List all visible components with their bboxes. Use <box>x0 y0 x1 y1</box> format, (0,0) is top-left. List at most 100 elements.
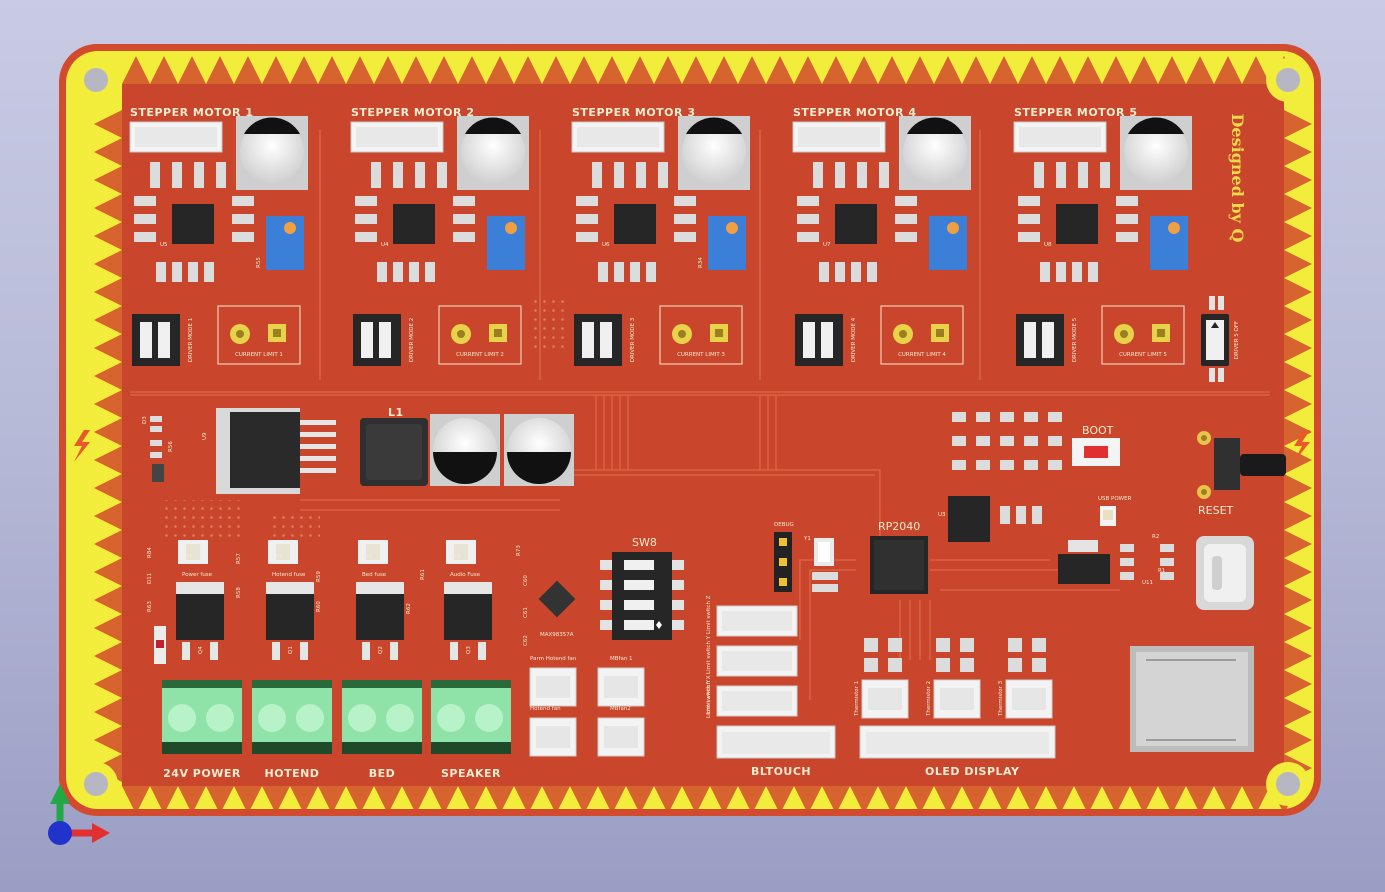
screw-terminal: 24V POWER <box>162 680 242 780</box>
ref-label: D11 <box>147 573 153 584</box>
passive <box>976 412 990 422</box>
frame-triangle <box>1284 362 1312 390</box>
frame-triangle <box>1186 56 1214 84</box>
passive <box>674 196 696 206</box>
passive <box>453 232 475 242</box>
terminal-label: SPEAKER <box>441 767 501 780</box>
usb-power-label: USB POWER <box>1098 496 1132 502</box>
limit-switch-label: Limit switch Z <box>706 595 712 634</box>
mounting-holes <box>74 58 1310 806</box>
r56-ref: R56 <box>168 441 174 452</box>
copper-traces <box>130 130 1270 700</box>
frame-triangle <box>94 194 122 222</box>
passive <box>1160 544 1174 552</box>
passive <box>1078 162 1088 188</box>
frame-triangle <box>1284 390 1312 418</box>
passive <box>1088 262 1098 282</box>
mode-label: DRIVER MODE 1 <box>188 318 194 363</box>
ref-label: R57 <box>236 553 242 564</box>
ref-label: R62 <box>406 603 412 614</box>
frame-triangle <box>1284 166 1312 194</box>
limit-label: CURRENT LIMIT 4 <box>898 352 946 358</box>
passive <box>1000 436 1014 446</box>
frame-triangle <box>206 786 234 814</box>
frame-triangle <box>94 586 122 614</box>
frame-triangle <box>94 530 122 558</box>
fan-label: Parm Hotend fan <box>530 656 577 662</box>
passive <box>813 162 823 188</box>
frame-triangle <box>738 786 766 814</box>
axis-gizmo <box>48 784 110 845</box>
passive <box>1040 262 1050 282</box>
res-ref: R34 <box>698 257 704 268</box>
d3-ref: D3 <box>142 416 148 424</box>
driver-ic <box>1056 204 1098 244</box>
passive <box>614 262 624 282</box>
frame-triangle <box>234 786 262 814</box>
frame-triangle <box>654 786 682 814</box>
usb-power-indicator: USB POWER <box>1098 496 1132 526</box>
mcu-section: RP2040 DEBUG Y1 U3 <box>774 496 990 594</box>
passive <box>797 214 819 224</box>
frame-triangle <box>738 56 766 84</box>
ref-label: R63 <box>147 601 153 612</box>
passive <box>1120 558 1134 566</box>
frame-triangle <box>94 474 122 502</box>
ref-label: C61 <box>523 607 529 618</box>
passive <box>797 196 819 206</box>
limit-box <box>438 305 522 365</box>
limit-switch-label: Limit switch Y <box>706 679 712 718</box>
passive <box>1100 162 1110 188</box>
passive <box>1116 214 1138 224</box>
dip-switch-sw8: SW8 <box>600 536 684 640</box>
ic-ref: U4 <box>381 242 389 248</box>
passive <box>592 162 602 188</box>
frame-triangle <box>430 56 458 84</box>
driver-ic <box>835 204 877 244</box>
passive <box>355 232 377 242</box>
y1-ref: Y1 <box>803 536 811 542</box>
frame-triangle <box>1284 110 1312 138</box>
passive <box>134 232 156 242</box>
limit-switch-label: Limit switch X <box>706 675 712 714</box>
frame-triangle <box>934 56 962 84</box>
trim-pot <box>1150 216 1188 270</box>
frame-triangle <box>1018 56 1046 84</box>
mounting-hole-drill <box>84 772 108 796</box>
driver5-off-switch: DRIVER 5 OFF <box>1201 296 1240 382</box>
passive <box>952 460 966 470</box>
passive <box>1034 162 1044 188</box>
mosfet-ref: Q2 <box>378 646 384 654</box>
reset-button: RESET <box>1197 431 1286 517</box>
passive <box>976 436 990 446</box>
frame-triangle <box>710 56 738 84</box>
frame-triangle <box>654 56 682 84</box>
limit-switch-label: Limit switch Y <box>706 635 712 674</box>
limit-box <box>659 305 743 365</box>
frame-triangle <box>850 56 878 84</box>
passive <box>1120 572 1134 580</box>
passive <box>204 262 214 282</box>
passive-grid <box>952 412 1174 580</box>
passive <box>1024 436 1038 446</box>
fan-connector: Hotend fan <box>529 706 577 757</box>
ic-ref: U5 <box>160 242 168 248</box>
fuse-ref: F2 <box>366 554 373 560</box>
mcu-ref: RP2040 <box>878 520 920 533</box>
screw-terminal: SPEAKER <box>431 680 511 780</box>
limit-label: CURRENT LIMIT 5 <box>1119 352 1167 358</box>
via-field <box>160 500 240 540</box>
passive <box>393 262 403 282</box>
passive <box>425 262 435 282</box>
frame-triangle <box>1102 56 1130 84</box>
frame-triangle <box>542 56 570 84</box>
limit-connector: Limit switch X <box>706 675 798 717</box>
frame-triangle <box>402 786 430 814</box>
frame-triangle <box>94 362 122 390</box>
thermistor-connector: Thermistor 1 <box>854 638 909 719</box>
